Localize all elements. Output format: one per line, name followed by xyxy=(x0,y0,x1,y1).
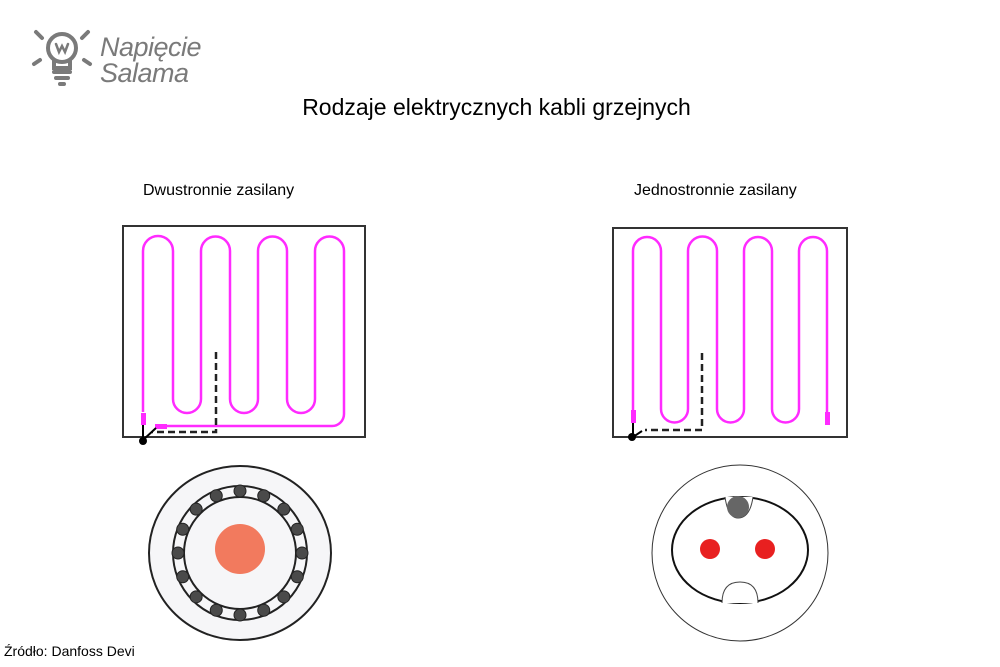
shield-wire xyxy=(257,603,271,617)
shield-wire xyxy=(209,603,223,617)
single-fed-cross-section xyxy=(651,464,829,642)
shield-wire xyxy=(277,590,291,604)
ground-wire xyxy=(727,496,749,518)
heating-cable xyxy=(631,235,829,424)
logo-line2: Salama xyxy=(100,58,189,88)
heating-cable xyxy=(141,234,346,428)
source-caption: Źródło: Danfoss Devi xyxy=(4,643,135,659)
connection-point xyxy=(139,437,147,445)
left-panel-label: Dwustronnie zasilany xyxy=(143,182,295,199)
shield-wire xyxy=(233,608,247,622)
shield-wire xyxy=(290,522,304,536)
twin-fed-layout xyxy=(122,225,366,445)
conductor xyxy=(700,539,720,559)
right-panel-label: Jednostronnie zasilany xyxy=(634,182,797,199)
shield-wire xyxy=(189,590,203,604)
heating-core xyxy=(215,524,265,574)
single-fed-layout xyxy=(612,227,848,441)
twin-fed-cross-section xyxy=(148,465,332,641)
logo: Napięcie Salama xyxy=(30,26,202,95)
shield-wire xyxy=(290,570,304,584)
shield-wire xyxy=(189,502,203,516)
shield-wire xyxy=(171,546,185,560)
shield-wire xyxy=(176,570,190,584)
conductor xyxy=(755,539,775,559)
shield-wire xyxy=(176,522,190,536)
logo-line1: Napięcie xyxy=(100,32,202,62)
page-title: Rodzaje elektrycznych kabli grzejnych xyxy=(302,94,691,120)
shield-wire xyxy=(257,489,271,503)
shield-wire xyxy=(233,484,247,498)
shield-wire xyxy=(209,489,223,503)
lightbulb-icon xyxy=(32,30,92,86)
connection-point xyxy=(628,433,636,441)
shield-wire xyxy=(277,502,291,516)
shield-wire xyxy=(295,546,309,560)
